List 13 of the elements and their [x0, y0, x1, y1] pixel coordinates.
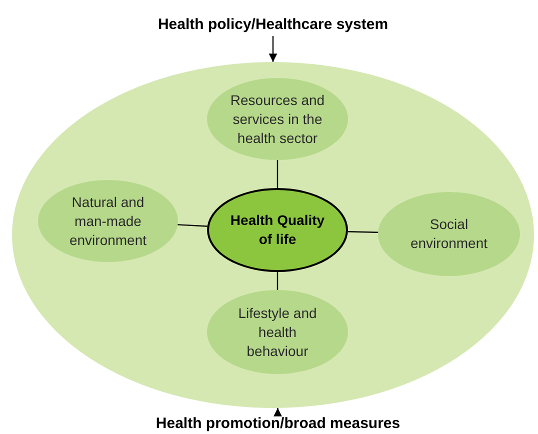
connector-line	[178, 224, 208, 227]
node-label: Health Quality of life	[229, 211, 326, 249]
node-label: Resources and services in the health sector	[229, 90, 326, 148]
heading-text: Health policy/Healthcare system	[118, 14, 428, 36]
node-label: Lifestyle and health behaviour	[237, 304, 318, 360]
arrow	[274, 408, 282, 416]
node-label: Social environment	[409, 215, 489, 253]
connector-line	[276, 160, 278, 188]
connector-line	[276, 272, 278, 290]
arrow	[268, 36, 278, 62]
connector-line	[348, 231, 378, 233]
heading-text: Health promotion/broad measures	[113, 414, 443, 434]
node-label: Natural and man-made environment	[68, 192, 148, 250]
